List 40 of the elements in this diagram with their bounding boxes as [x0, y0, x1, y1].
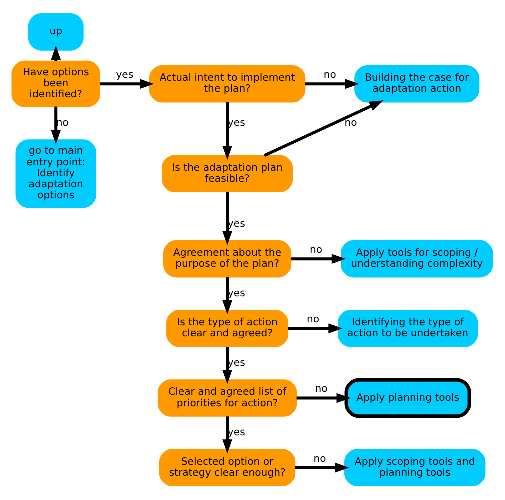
edge-label: no	[310, 245, 323, 256]
edge-label: no	[324, 70, 336, 82]
arrow	[51, 106, 62, 144]
arrow	[295, 462, 350, 473]
edge-label: yes	[228, 218, 246, 230]
arrow	[291, 254, 346, 264]
arrow	[305, 79, 360, 90]
node-box: Building the case for adaptation action	[354, 65, 480, 103]
edge-label: no	[344, 118, 358, 129]
node-box: Apply planning tools	[344, 378, 472, 418]
node-box: Apply scoping tools and planning tools	[344, 449, 486, 486]
edge-label: no	[306, 314, 320, 326]
arrow	[288, 324, 343, 334]
edge-label: yes	[228, 428, 246, 439]
arrow	[222, 416, 232, 454]
arrow	[264, 100, 384, 158]
arrow	[222, 277, 232, 315]
node-box: Selected option or strategy clear enough?	[159, 449, 296, 486]
arrow	[222, 192, 232, 246]
node-box: Is the type of action clear and agreed?	[166, 310, 289, 348]
edge-label: no	[314, 454, 326, 465]
edge-label: yes	[116, 70, 134, 82]
node-box: Have options been identified?	[12, 60, 100, 108]
node-box: go to main entry point: Identify adaptation options	[16, 140, 96, 208]
node-box: Actual intent to implement the plan?	[149, 65, 306, 103]
node-box: Apply tools for scoping / understanding complexity	[340, 240, 494, 278]
arrow	[222, 102, 232, 160]
node-box: up	[28, 14, 84, 51]
edge-label: yes	[228, 358, 246, 369]
arrow	[100, 79, 154, 90]
node-box: Clear and agreed list of priorities for action?	[158, 380, 298, 417]
node-box: Is the adaptation plan feasible?	[162, 155, 294, 193]
arrow	[222, 347, 232, 384]
arrow	[296, 393, 351, 404]
edge-label: yes	[228, 288, 246, 300]
edge-label: yes	[228, 118, 246, 129]
edge-label: no	[56, 118, 69, 129]
edge-label: no	[315, 384, 328, 396]
node-box: Agreement about the purpose of the plan?	[164, 240, 292, 278]
node-box: Identifying the type of action to be undertaken	[338, 310, 478, 348]
